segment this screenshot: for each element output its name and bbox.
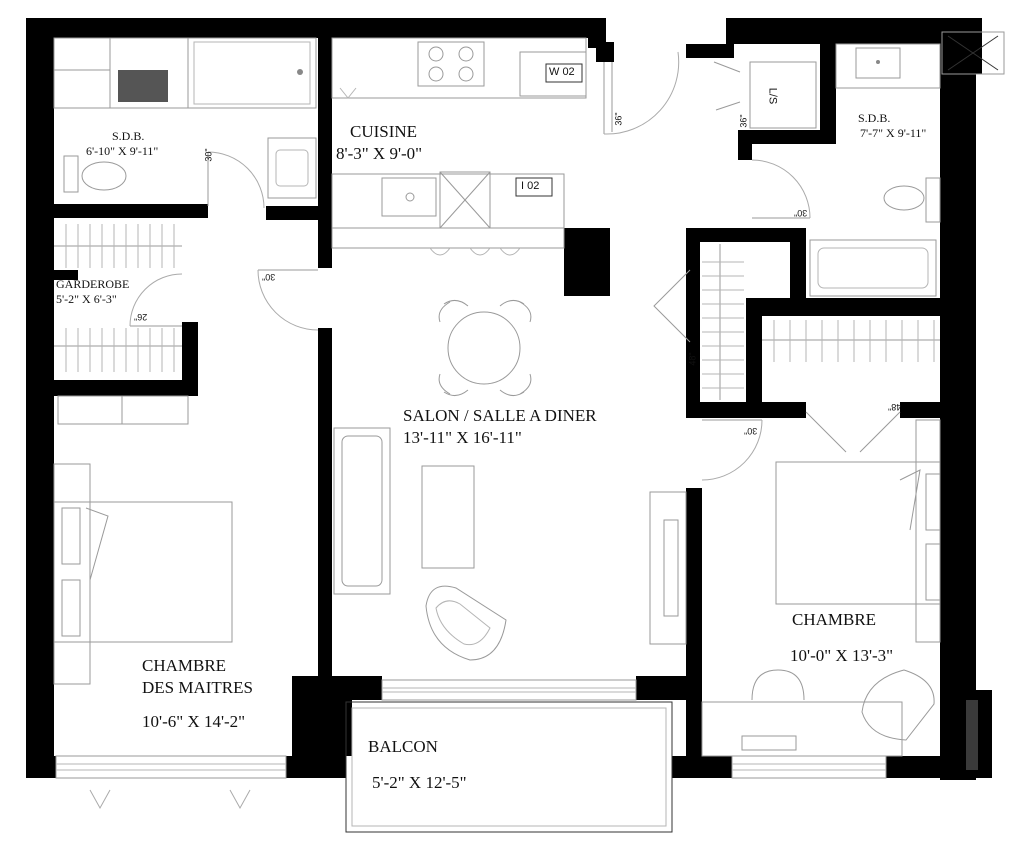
cuisine-name: CUISINE	[350, 122, 418, 141]
garderobe-name: GARDEROBE	[56, 277, 130, 291]
fixture-w02: W 02	[549, 66, 575, 78]
door-size-30-b: 30"	[262, 272, 276, 282]
salon-name: SALON / SALLE A DINER	[403, 406, 597, 425]
sdb2-name: S.D.B.	[858, 111, 891, 125]
door-size-30-d: 30"	[744, 426, 758, 436]
living-dining-furniture	[333, 300, 763, 661]
fixture-ls: L/S	[766, 87, 779, 105]
balcony	[345, 701, 673, 833]
door-size-36-a: 36"	[613, 112, 624, 126]
sdb1-name: S.D.B.	[112, 129, 145, 143]
balcon-name: BALCON	[368, 737, 438, 756]
bathroom-2-fixtures	[611, 31, 1005, 297]
sdb1-dims: 6'-10" X 9'-11"	[86, 144, 159, 158]
door-size-36-b: 36"	[738, 114, 749, 128]
door-size-30-a: 30"	[203, 148, 214, 162]
balcon-dims: 5'-2" X 12'-5"	[372, 773, 467, 792]
walls	[26, 18, 992, 780]
fixture-i02: I 02	[521, 180, 540, 192]
chambre-name: CHAMBRE	[792, 610, 877, 629]
garderobe-dims: 5'-2" X 6'-3"	[56, 292, 117, 306]
bedroom-2-closets	[653, 244, 940, 453]
bathroom-1-fixtures	[53, 37, 317, 209]
maitres-dims: 10'-6" X 14'-2"	[142, 712, 246, 731]
windows	[55, 679, 887, 779]
door-size-48-b: 48"	[888, 402, 902, 412]
cuisine-dims: 8'-3" X 9'-0"	[336, 144, 423, 163]
master-bedroom-furniture	[53, 395, 251, 810]
door-size-48-a: 48"	[687, 352, 698, 366]
kitchen-fixtures	[331, 37, 680, 256]
chambre-dims: 10'-0" X 13'-3"	[790, 646, 894, 665]
maitres-name-line1: CHAMBRE	[142, 656, 227, 675]
sdb2-dims: 7'-7" X 9'-11"	[860, 126, 927, 140]
maitres-name-line2: DES MAITRES	[142, 678, 253, 697]
door-size-26: 26"	[134, 312, 148, 322]
salon-dims: 13'-11" X 16'-11"	[403, 428, 522, 447]
garderobe-closet	[54, 224, 319, 372]
door-size-30-c: 30"	[794, 208, 808, 218]
bedroom-2-furniture	[701, 419, 978, 770]
